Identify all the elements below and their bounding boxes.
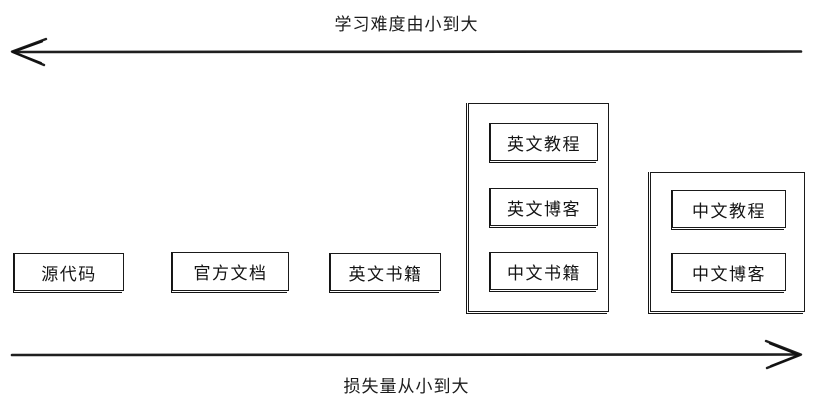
node-label: 英文博客 — [507, 199, 581, 219]
node-source-code[interactable]: 源代码 — [12, 253, 124, 293]
node-label: 源代码 — [41, 264, 97, 284]
node-label: 官方文档 — [193, 264, 268, 283]
node-english-blog[interactable]: 英文博客 — [488, 188, 598, 228]
node-label: 英文教程 — [507, 134, 581, 154]
node-label: 中文教程 — [692, 201, 766, 221]
group-english-cluster[interactable]: 英文教程 英文博客 中文书籍 — [466, 103, 609, 314]
node-label: 中文博客 — [692, 264, 766, 284]
node-english-tutorial[interactable]: 英文教程 — [488, 123, 598, 163]
group-chinese-cluster[interactable]: 中文教程 中文博客 — [648, 172, 805, 314]
bottom-axis-label: 损失量从小到大 — [343, 377, 470, 396]
node-chinese-tutorial[interactable]: 中文教程 — [670, 190, 786, 230]
node-chinese-books[interactable]: 中文书籍 — [488, 252, 598, 292]
node-label: 中文书籍 — [507, 263, 581, 283]
node-english-books[interactable]: 英文书籍 — [328, 253, 441, 293]
node-official-docs[interactable]: 官方文档 — [170, 252, 289, 293]
right-arrow-icon — [10, 339, 803, 370]
top-axis-label: 学习难度由小到大 — [334, 15, 479, 34]
node-chinese-blog[interactable]: 中文博客 — [670, 253, 786, 293]
node-label: 英文书籍 — [348, 264, 423, 284]
left-arrow-icon — [10, 37, 803, 67]
